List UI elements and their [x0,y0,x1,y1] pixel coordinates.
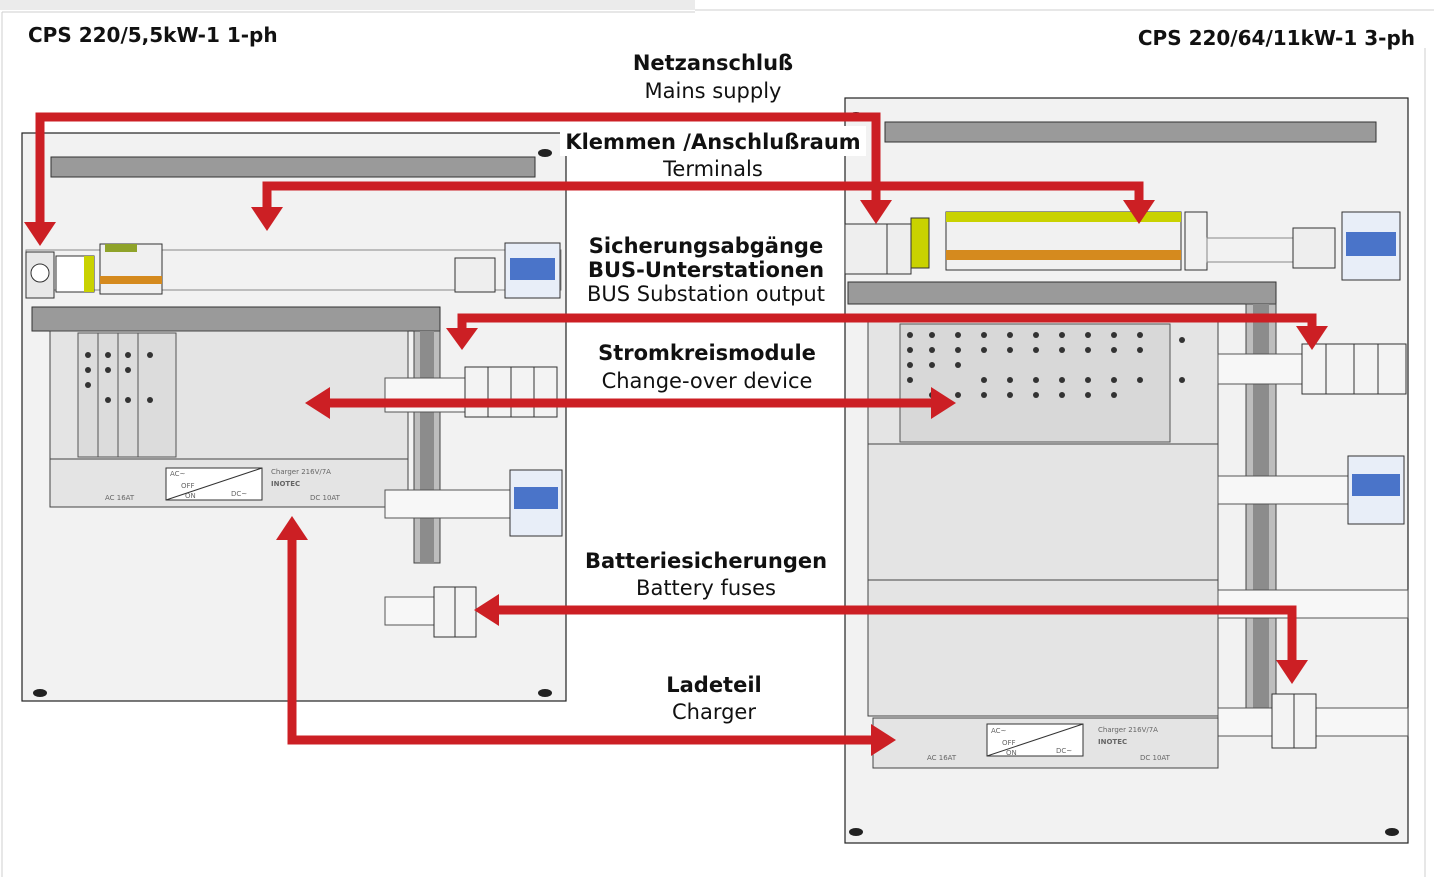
right-hinge-bottom-right [1385,828,1399,836]
left-mid-cable-duct [31,306,441,332]
arrow-mains [35,112,881,228]
right-charger-brand: INOTEC [1098,738,1127,746]
right-terminal-end [1184,211,1208,271]
arrow-battery-head-right [1276,660,1308,684]
arrow-modules-head-right [931,387,956,419]
left-charger-model: Charger 216V/7A [271,468,331,476]
left-charger-bar [384,489,511,519]
right-blank-panel-1 [867,443,1219,581]
left-fuse-terminals-top [105,244,137,252]
right-charger-ac-fuse: AC 16AT [927,754,957,762]
arrow-battery-head-left [474,594,499,626]
left-circuit-modules [77,332,177,458]
right-charger-on: ON [1006,749,1017,757]
right-cabinet-title: CPS 220/64/11kW-1 3-ph [1138,26,1415,50]
right-top-cable-duct [884,121,1377,143]
right-bus-display-2 [1352,474,1400,496]
modules-label-en: Change-over device [602,369,813,393]
left-charger-dc-fuse: DC 10AT [310,494,341,502]
right-hinge-bottom-left [849,828,863,836]
right-charger-model: Charger 216V/7A [1098,726,1158,734]
arrow-charger [287,540,872,745]
arrow-mains-head-left [24,222,56,246]
left-pe-terminal [84,256,94,292]
left-charger-brand: INOTEC [271,480,300,488]
arrow-bus [457,313,1317,332]
right-terminal-block-orange [946,250,1181,260]
right-bus-bar [1217,475,1349,505]
left-main-switch-knob [30,263,50,283]
right-bus-display [1346,232,1396,256]
arrow-modules-head-left [305,387,330,419]
arrow-terminals-head-left [251,207,283,231]
battery-label-en: Battery fuses [636,576,776,600]
red-arrows [24,112,1328,756]
right-module-leds [907,332,1185,398]
terminals-label-en: Terminals [662,157,763,181]
right-bus-terminals [1292,227,1336,269]
terminals-label-de: Klemmen /Anschlußraum [565,130,860,154]
left-charger-switch-diagonal [165,467,263,501]
left-bus-display [510,258,555,280]
right-charger-dc-fuse: DC 10AT [1140,754,1171,762]
right-circuit-modules [899,323,1171,443]
callout-labels: Netzanschluß Mains supply Klemmen /Ansch… [560,51,866,724]
arrow-terminals-head-right [1123,200,1155,224]
arrow-mains-head-right [860,200,892,224]
arrow-charger-head-top [276,516,308,540]
left-charger-ac: AC~ [170,470,186,478]
right-terminal-block-yellow [946,212,1181,222]
left-hinge-top [538,149,552,157]
terminals-label-bg [560,126,866,156]
right-charger-off: OFF [1002,739,1016,747]
right-blank-panel-2 [867,579,1219,717]
right-pe-terminals [910,217,930,269]
left-charger-ac-fuse: AC 16AT [105,494,135,502]
left-fuse-terminals-orange [100,276,162,284]
right-main-switch [844,223,888,275]
mains-label-en: Mains supply [645,79,782,103]
arrow-terminals [262,181,1144,212]
arrow-battery [495,605,1297,665]
left-charger-off: OFF [181,482,195,490]
mains-label-de: Netzanschluß [633,51,793,75]
right-charger-ac: AC~ [991,727,1007,735]
left-cabinet-title: CPS 220/5,5kW-1 1-ph [28,23,278,47]
left-bus-display-2 [514,487,558,509]
left-top-cable-duct [50,156,536,178]
left-cabinet: AC~ OFF ON DC~ Charger 216V/7A INOTEC AC… [21,132,567,702]
frame-line [1,9,1434,877]
left-charger-on: ON [185,492,196,500]
left-hinge-bottom-right [538,689,552,697]
left-vertical-rail-inner [420,331,434,563]
right-main-switch-2 [886,223,912,275]
bus-label-de1: Sicherungsabgänge [589,234,823,258]
left-charger-dc: DC~ [231,490,247,498]
battery-label-de: Batteriesicherungen [585,549,827,573]
right-cabinet: AC~ OFF ON DC~ Charger 216V/7A INOTEC AC… [844,97,1409,844]
bus-label-de2: BUS-Unterstationen [588,258,824,282]
right-mid-cable-duct [847,281,1277,305]
bus-label-en: BUS Substation output [587,282,825,306]
right-charger-dc: DC~ [1056,747,1072,755]
top-strip [0,0,695,10]
modules-label-de: Stromkreismodule [598,341,816,365]
left-module-leds [85,352,153,403]
charger-label-de: Ladeteil [666,673,762,697]
arrow-bus-head-right [1296,326,1328,350]
arrow-bus-head-left [446,328,478,350]
charger-label-en: Charger [672,700,756,724]
left-bus-terminals [454,257,496,293]
right-fuse-bar [1217,353,1307,385]
left-main-switch [25,251,55,299]
right-charger-switch-diagonal [986,723,1084,757]
left-hinge-bottom-left [33,689,47,697]
arrow-charger-head-right [871,724,896,756]
